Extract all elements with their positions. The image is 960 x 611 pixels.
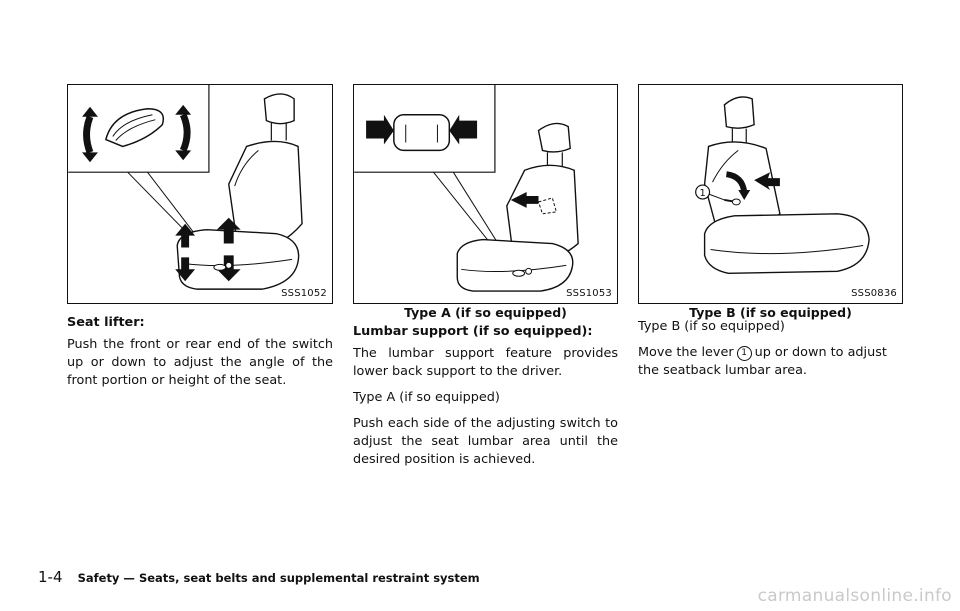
type-b-text-after: up or down to adjust the seatback lumbar… [638, 345, 887, 378]
lumbar-type-b-illustration: 1 [695, 96, 870, 274]
paragraph-seat-lifter: Push the front or rear end of the switch… [67, 337, 333, 388]
lever-number-marker: 1 [736, 346, 752, 361]
heading-seat-lifter: Seat lifter: [67, 315, 145, 330]
watermark: carmanualsonline.info [757, 586, 952, 606]
figure-seat-lifter: SSS1052 [67, 84, 333, 304]
lumbar-type-a-illustration [354, 85, 579, 292]
figure-caption-type-a: Type A (if so equipped) [404, 305, 567, 320]
paragraph-type-a-instructions: Push each side of the adjusting switch t… [353, 416, 618, 467]
column-lumbar-support: Lumbar support (if so equipped): The lum… [353, 323, 618, 477]
page-footer: 1-4 Safety — Seats, seat belts and suppl… [38, 567, 480, 586]
figure-code: SSS1052 [281, 288, 327, 299]
figure-lumbar-type-b: 1 SSS0836 [638, 84, 903, 304]
lever-number-label: 1 [699, 188, 705, 199]
column-seat-lifter: Seat lifter: Push the front or rear end … [67, 314, 333, 398]
type-b-text-before: Move the lever [638, 345, 734, 360]
heading-lumbar-support: Lumbar support (if so equipped): [353, 324, 593, 339]
seat-lifter-illustration [68, 85, 303, 290]
paragraph-lumbar-intro: The lumbar support feature provides lowe… [353, 346, 618, 379]
figure-caption-type-b: Type B (if so equipped) [689, 305, 852, 320]
figure-code: SSS1053 [566, 288, 612, 299]
paragraph-type-b: Type B (if so equipped) [638, 319, 785, 334]
figure-code: SSS0836 [851, 288, 897, 299]
paragraph-type-a: Type A (if so equipped) [353, 390, 500, 405]
footer-section-title: Safety — Seats, seat belts and supplemen… [77, 571, 480, 585]
figure-lumbar-type-a: SSS1053 [353, 84, 618, 304]
page-number: 1-4 [38, 568, 63, 586]
